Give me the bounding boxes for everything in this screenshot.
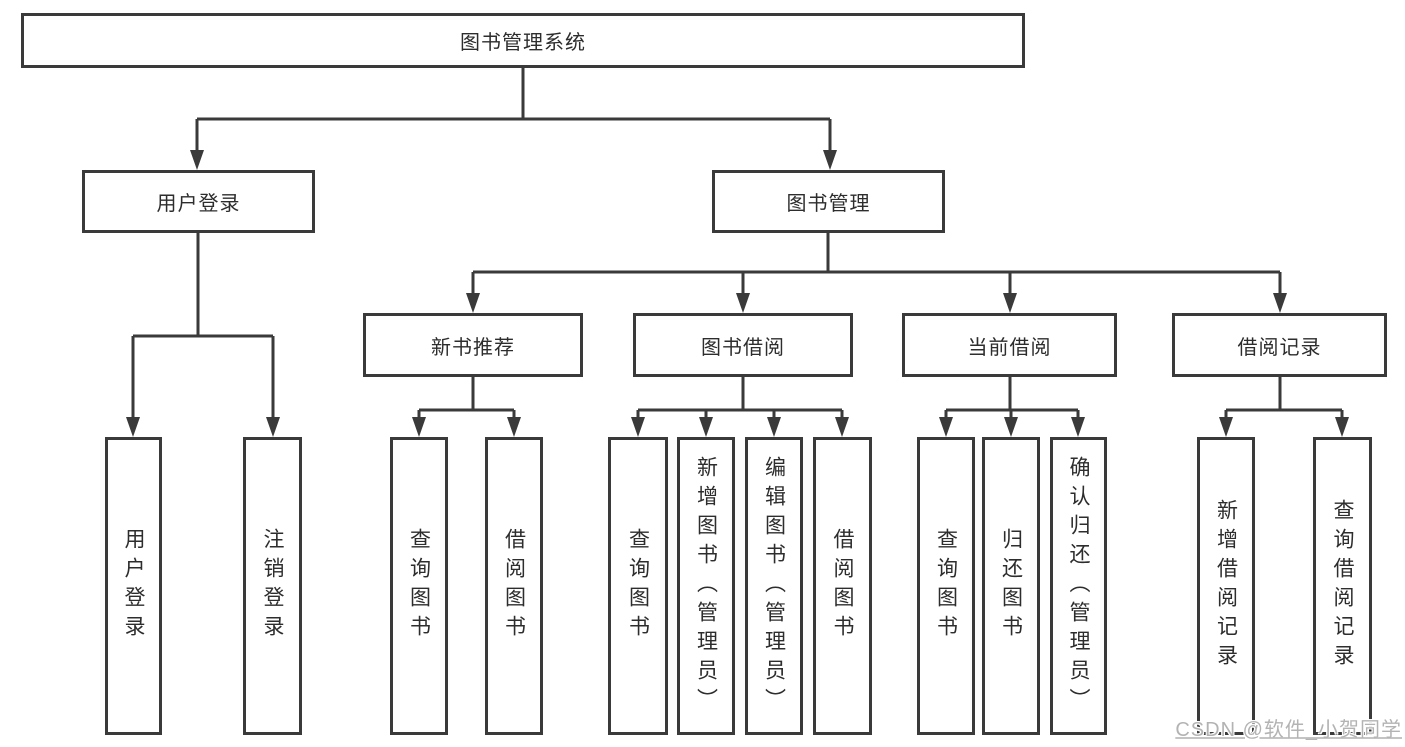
- arrow-down-icon: [1071, 417, 1085, 437]
- arrow-down-icon: [266, 417, 280, 437]
- connector-borrowing-records-to-leaves: [1224, 377, 1344, 420]
- node-bb-query-books: 查询图书: [608, 437, 668, 735]
- node-label: 归还图书: [999, 528, 1023, 644]
- arrow-down-icon: [631, 417, 645, 437]
- node-new-book-recommend: 新书推荐: [363, 313, 583, 377]
- arrow-down-icon: [412, 417, 426, 437]
- arrow-down-icon: [1003, 293, 1017, 313]
- arrow-down-icon: [507, 417, 521, 437]
- arrow-down-icon: [823, 150, 837, 170]
- connector-root-to-level2: [195, 68, 832, 154]
- node-label: 借阅图书: [502, 528, 526, 644]
- node-nbr-borrow-books: 借阅图书: [485, 437, 543, 735]
- node-bb-add-books-admin: 新增图书（管理员）: [677, 437, 735, 735]
- csdn-watermark: CSDN @软件_小贺同学: [1175, 719, 1402, 741]
- arrow-down-icon: [767, 417, 781, 437]
- arrow-down-icon: [466, 293, 480, 313]
- node-label: 用户登录: [122, 528, 145, 644]
- node-label: 查询图书: [626, 528, 650, 644]
- node-bb-edit-books-admin: 编辑图书（管理员）: [745, 437, 803, 735]
- connector-user-login-to-leaves: [131, 233, 275, 420]
- node-label: 借阅图书: [831, 528, 854, 644]
- connector-current-borrowing-to-leaves: [944, 377, 1080, 420]
- node-borrowing-records: 借阅记录: [1172, 313, 1387, 377]
- arrow-down-icon: [699, 417, 713, 437]
- node-label: 注销登录: [261, 528, 284, 644]
- arrow-down-icon: [126, 417, 140, 437]
- node-label: 确认归还（管理员）: [1067, 455, 1090, 717]
- connector-book-borrowing-to-leaves: [636, 377, 844, 420]
- node-bb-borrow-books: 借阅图书: [813, 437, 872, 735]
- node-label: 用户登录: [156, 193, 241, 215]
- node-leaf-logout: 注销登录: [243, 437, 302, 735]
- node-label: 图书管理: [786, 193, 871, 215]
- node-nbr-query-books: 查询图书: [390, 437, 448, 735]
- connector-new-book-recommend-to-leaves: [417, 377, 516, 420]
- node-label: 图书管理系统: [460, 32, 586, 54]
- node-book-borrowing: 图书借阅: [633, 313, 853, 377]
- arrow-down-icon: [835, 417, 849, 437]
- node-cb-return-books: 归还图书: [982, 437, 1040, 735]
- node-label: 查询图书: [934, 528, 958, 644]
- arrow-down-icon: [1335, 417, 1349, 437]
- node-br-add-record: 新增借阅记录: [1197, 437, 1255, 735]
- arrow-down-icon: [736, 293, 750, 313]
- node-br-query-record: 查询借阅记录: [1313, 437, 1372, 735]
- node-current-borrowing: 当前借阅: [902, 313, 1117, 377]
- node-label: 图书借阅: [701, 336, 785, 359]
- arrow-down-icon: [1273, 293, 1287, 313]
- node-book-management: 图书管理: [712, 170, 945, 233]
- node-label: 借阅记录: [1237, 336, 1322, 359]
- node-cb-confirm-return-admin: 确认归还（管理员）: [1050, 437, 1107, 735]
- node-cb-query-books: 查询图书: [917, 437, 975, 735]
- arrow-down-icon: [190, 150, 204, 170]
- node-label: 新增图书（管理员）: [694, 455, 718, 717]
- arrow-down-icon: [1219, 417, 1233, 437]
- connector-book-management-to-level3: [471, 233, 1282, 296]
- node-leaf-user-login: 用户登录: [105, 437, 162, 735]
- node-label: 查询图书: [407, 528, 431, 644]
- node-label: 新书推荐: [431, 336, 515, 359]
- node-label: 当前借阅: [967, 336, 1052, 359]
- arrow-down-icon: [939, 417, 953, 437]
- node-label: 新增借阅记录: [1214, 499, 1238, 673]
- node-user-login: 用户登录: [82, 170, 315, 233]
- node-label: 查询借阅记录: [1331, 499, 1354, 673]
- arrow-down-icon: [1004, 417, 1018, 437]
- node-label: 编辑图书（管理员）: [762, 455, 786, 717]
- node-library-management-system: 图书管理系统: [21, 13, 1025, 68]
